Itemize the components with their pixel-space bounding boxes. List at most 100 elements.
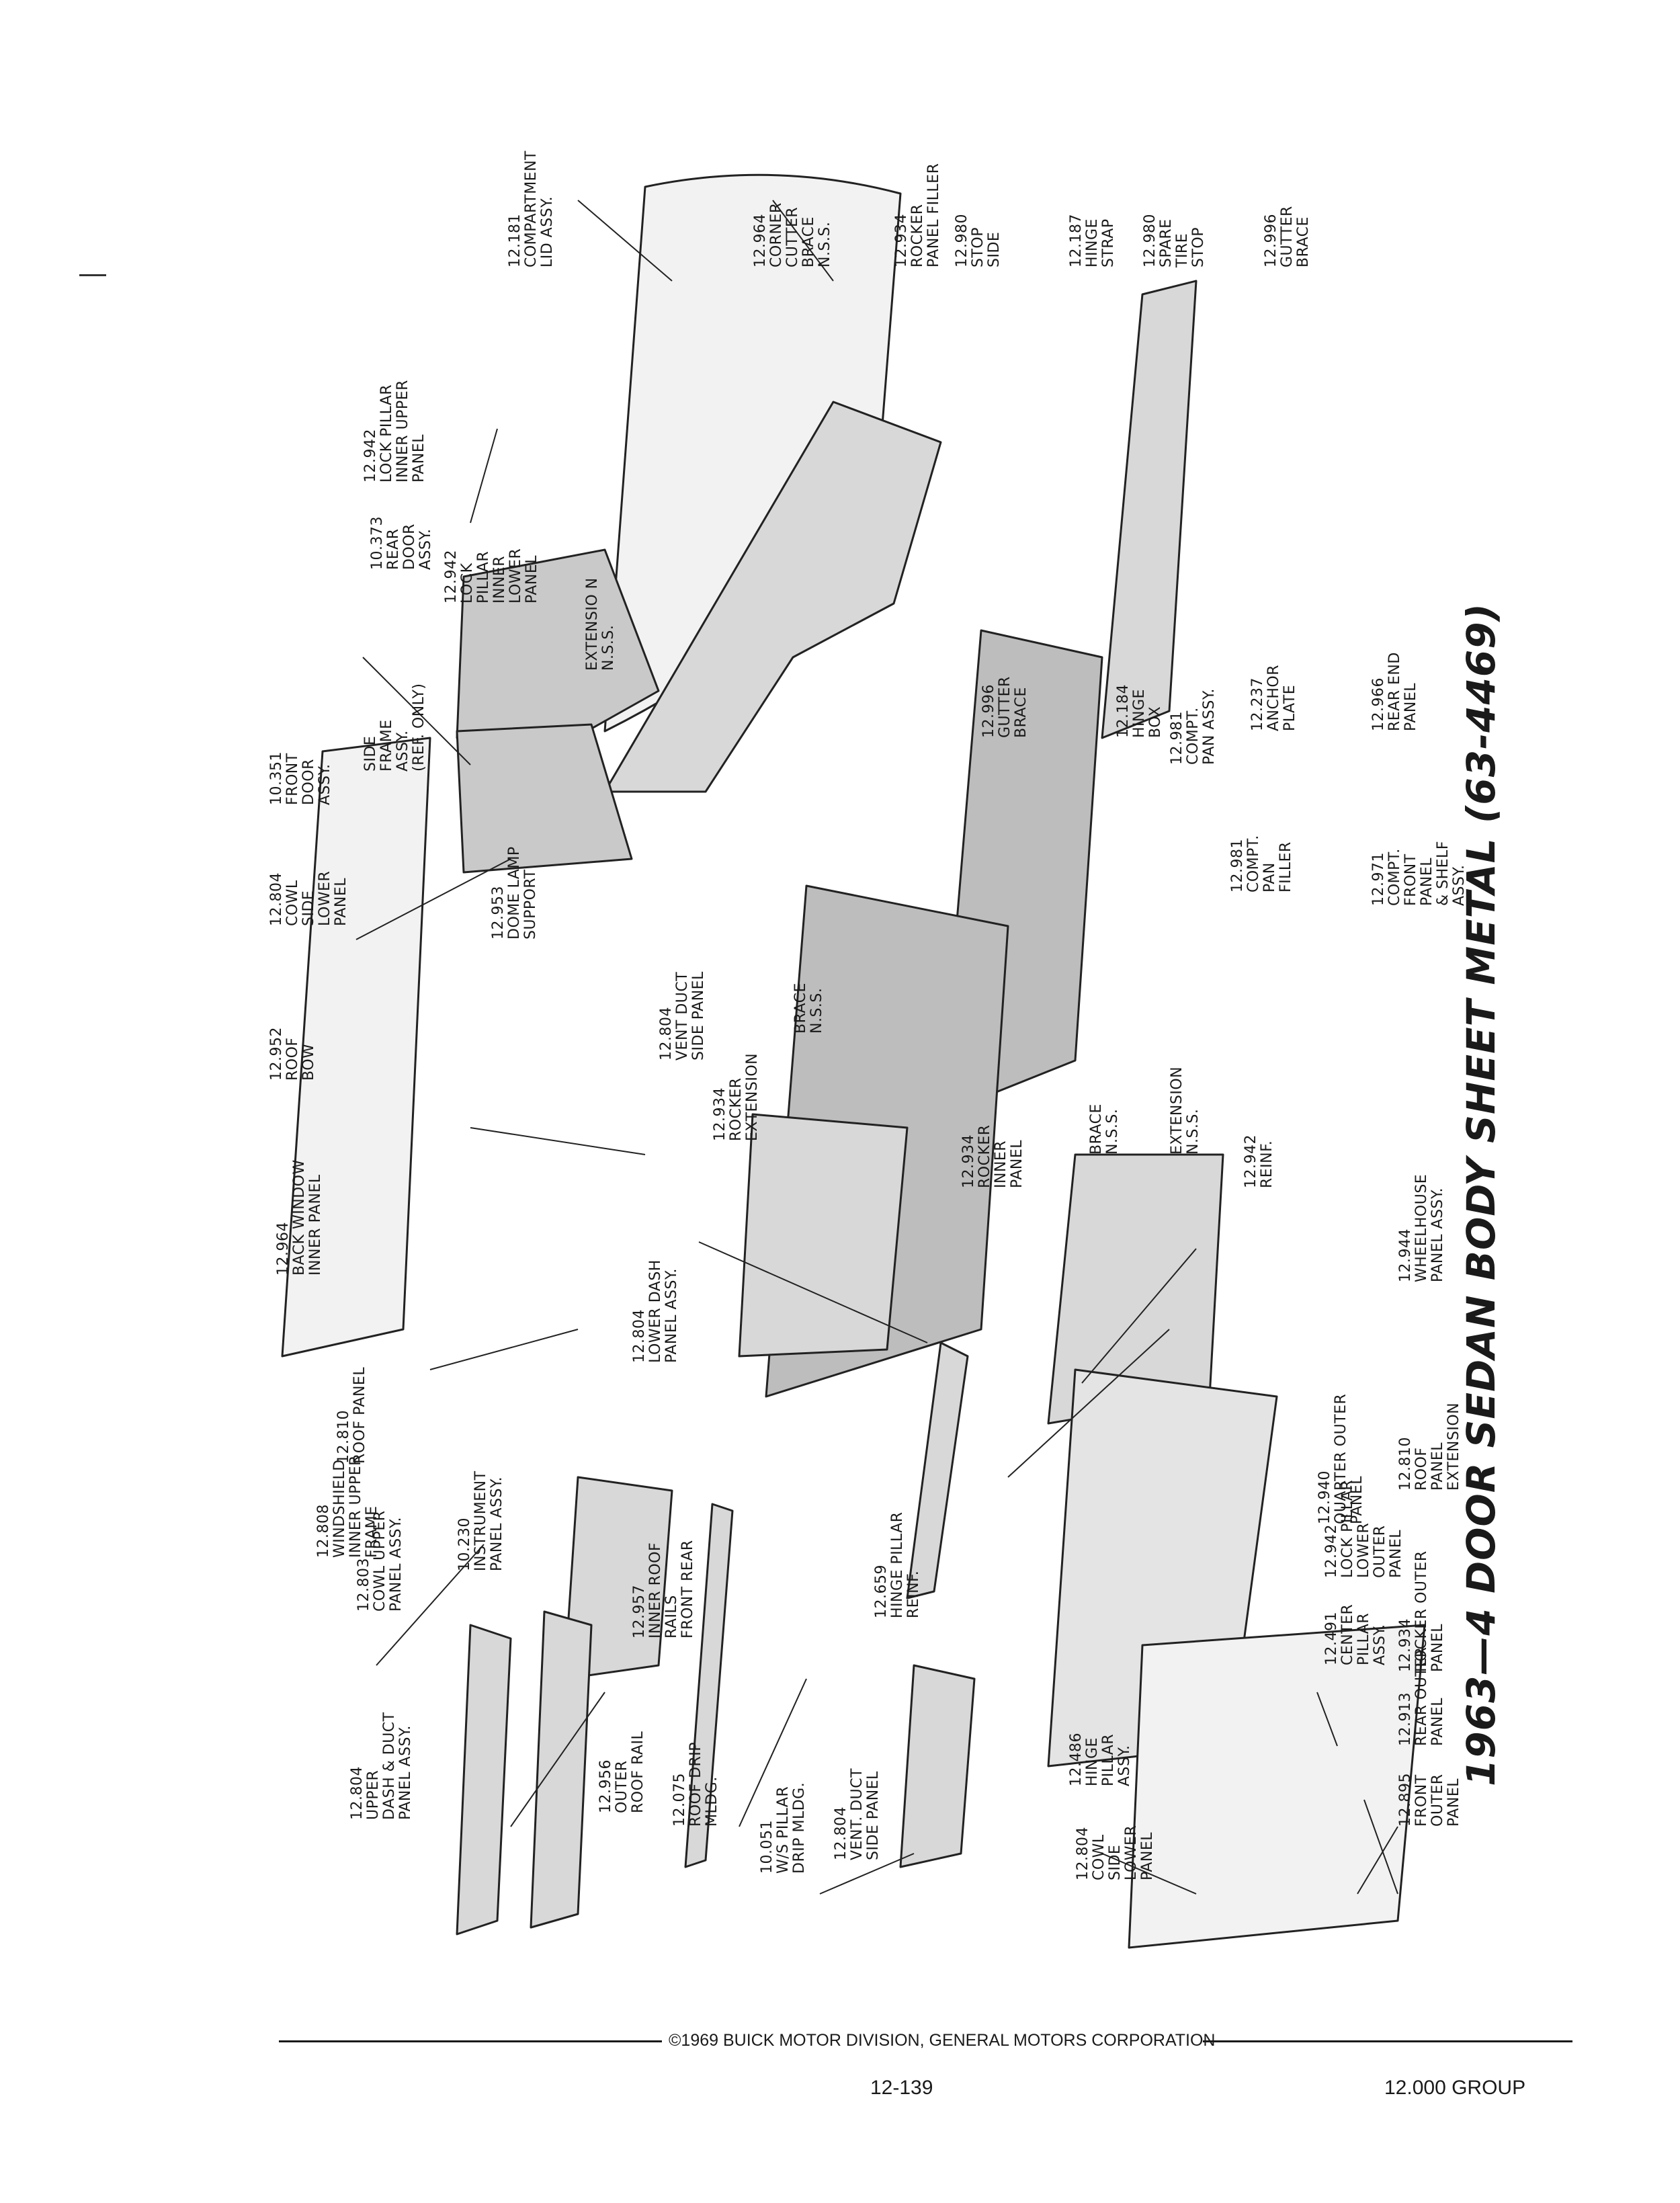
callout-line: PANEL <box>1429 1442 1446 1491</box>
callout-line: EXTENSIO N <box>584 577 601 671</box>
callout-line: SIDE PANEL <box>690 971 707 1061</box>
callout-line: ROCKER <box>976 1124 993 1188</box>
callout-line: SIDE PANEL <box>865 1771 882 1860</box>
callout-line: 12.659 <box>873 1565 890 1618</box>
callout-line: 10.230 <box>456 1518 473 1571</box>
callout-line: SIDE <box>1107 1844 1124 1880</box>
callout-line: INSTRUMENT <box>472 1470 489 1571</box>
callout-line: & SHELF <box>1435 841 1452 906</box>
callout-line: 12.804 <box>1075 1827 1091 1880</box>
callout-line: N.S.S. <box>1104 1108 1121 1155</box>
callout-line: 12.075 <box>671 1773 688 1827</box>
callout-line: INNER ROOF <box>647 1542 664 1638</box>
scan-mark <box>79 274 106 276</box>
callout-line: EXTENSION <box>1169 1066 1185 1155</box>
callout-line: REAR END <box>1386 652 1403 731</box>
callout-line: ASSY. <box>1372 1624 1388 1665</box>
callout-line: FILLER <box>1277 841 1294 892</box>
callout-line: PILLAR <box>475 550 492 604</box>
callout-line: COWL <box>284 880 301 926</box>
callout-line: FRONT <box>1402 854 1419 906</box>
callout-line: 12.942 <box>1323 1524 1340 1578</box>
callout-line: 12.942 <box>443 550 460 604</box>
callout-line: 12.803 <box>355 1558 372 1612</box>
callout-line: LOWER <box>317 870 333 926</box>
callout-line: ROOF <box>1413 1447 1430 1491</box>
callout-line: PANEL <box>1009 1139 1025 1188</box>
callout-line: 12.980 <box>954 214 970 267</box>
callout-line: 12.934 <box>712 1087 728 1141</box>
front-door-assembly-part <box>456 723 633 874</box>
callout-line: LOCK <box>459 563 476 604</box>
callout-line: 12.942 <box>362 429 379 483</box>
footer-copyright: ©1969 BUICK MOTOR DIVISION, GENERAL MOTO… <box>669 2031 1216 2050</box>
footer-rule-right <box>1203 2040 1572 2042</box>
callout-line: CORNER <box>768 202 785 267</box>
callout-line: PILLAR <box>1100 1733 1117 1786</box>
callout-line: SPARE <box>1158 218 1175 267</box>
callout-line: PANEL <box>1419 857 1435 906</box>
rear-end-panel-part <box>1101 280 1198 739</box>
callout-line: FRONT <box>284 753 301 805</box>
callout-line: LOCK PILLAR <box>378 384 395 483</box>
callout-line: REAR OUTER <box>1413 1647 1430 1746</box>
upper-dash-duct-panel-part <box>530 1610 593 1929</box>
callout-line: BRACE <box>1295 216 1312 267</box>
callout-line: DASH & DUCT <box>381 1712 398 1820</box>
hinge-pillar-part <box>899 1664 976 1868</box>
callout-line: COWL <box>1091 1834 1107 1880</box>
callout-line: DOME LAMP <box>506 846 523 940</box>
callout-line: PANEL <box>333 877 349 926</box>
callout-line: 12.964 <box>752 214 769 267</box>
callout-line: N.S.S. <box>816 221 833 267</box>
callout-line: LID ASSY. <box>539 196 556 267</box>
callout-line: ASSY. <box>317 763 333 805</box>
callout-line: INNER <box>491 555 508 604</box>
callout-line: 12.804 <box>833 1806 849 1860</box>
callout-line: DRIP MLDG. <box>791 1782 808 1874</box>
footer-group: 12.000 GROUP <box>1384 2077 1526 2099</box>
callout-line: 12.957 <box>631 1585 648 1638</box>
callout-line: ROCKER <box>728 1077 745 1141</box>
leader-lines <box>355 200 1398 1895</box>
callout-line: DOOR <box>300 759 317 805</box>
callout-line: REINF. <box>905 1570 922 1618</box>
callout-line: BRACE <box>792 983 809 1034</box>
callout-line: COWL UPPER <box>372 1510 388 1612</box>
callout-line: BRACE <box>1013 687 1030 738</box>
callout-line: MLDG. <box>704 1776 720 1827</box>
callout-line: LOWER <box>1123 1825 1140 1880</box>
callout-line: COMPT. <box>1386 848 1403 906</box>
roof-panel-part <box>281 737 431 1358</box>
callout-line: COMPARTMENT <box>523 151 540 267</box>
callout-line: 12.804 <box>658 1007 675 1061</box>
roof-rail-part <box>684 1503 734 1868</box>
callout-line: STRAP <box>1100 218 1117 267</box>
callout-line: ROOF <box>284 1037 301 1081</box>
callout-line: SIDE <box>362 735 379 772</box>
callout-line: (REF. ONLY) <box>411 683 427 772</box>
callout-line: BACK WINDOW <box>291 1159 308 1276</box>
callout-line: PLATE <box>1282 684 1298 731</box>
